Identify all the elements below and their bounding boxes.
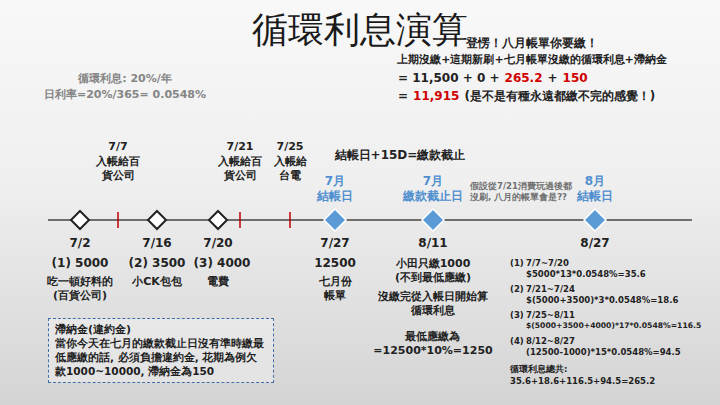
amount-label: (1) 5000 xyxy=(52,256,109,271)
total-label: 循環利息總共: xyxy=(510,364,567,375)
payment-note: 沒繳完從入帳日開始算循環利息 xyxy=(377,290,489,318)
formula-text: = 11,500 + 0 + xyxy=(398,71,500,86)
callout-number: (3) xyxy=(510,310,524,321)
milestone-diamond xyxy=(422,209,444,231)
posting-tick xyxy=(239,212,241,228)
posting-tick xyxy=(289,212,291,228)
interest-formula: (12500-1000)*15*0.0548%=94.5 xyxy=(526,347,681,358)
formula-text: 上期沒繳+這期新刷+七月帳單沒繳的循環利息+滯納金 xyxy=(397,53,667,67)
callout-number: (2) xyxy=(510,284,524,295)
bill-heading: 登愣！八月帳單你要繳！ xyxy=(466,36,598,51)
note-box: 滯納金(違約金)當你今天在七月的繳款截止日沒有準時繳最低應繳的話, 必須負擔違約… xyxy=(48,318,274,383)
rate-note: 日利率=20%/365= 0.0548% xyxy=(44,88,206,102)
period-label: 8/12~8/27 xyxy=(526,336,575,347)
expense-note: 吃一頓好料的 (百貨公司) xyxy=(47,275,113,303)
expense-note: 七月份 帳單 xyxy=(319,275,352,303)
event-note: 入帳給百貨公司 xyxy=(94,155,142,183)
callout-number: (4) xyxy=(510,336,524,347)
date-label: 7/25 xyxy=(277,140,304,154)
purchase-diamond xyxy=(148,211,166,229)
milestone-label: 7月 結帳日 xyxy=(317,174,353,204)
amount-highlight: 265.2 xyxy=(505,71,543,86)
period-label: 7/7~7/20 xyxy=(526,258,569,269)
date-label: 7/21 xyxy=(227,140,254,154)
date-label: 7/27 xyxy=(320,236,349,251)
amount-label: (2) 3500 xyxy=(129,256,186,271)
box-heading: 滯納金(違約金) xyxy=(55,323,267,337)
milestone-diamond xyxy=(584,209,606,231)
milestone-label: 8月 結帳日 xyxy=(577,174,613,204)
formula-text: + xyxy=(548,71,558,86)
total-formula: 35.6+18.6+116.5+94.5=265.2 xyxy=(510,376,655,387)
interest-formula: $5000*13*0.0548%=35.6 xyxy=(526,269,646,280)
purchase-diamond xyxy=(71,211,89,229)
date-label: 8/11 xyxy=(418,236,447,251)
page-title: 循環利息演算 xyxy=(0,6,720,55)
amount-highlight: 150 xyxy=(563,71,588,86)
posting-tick xyxy=(117,212,119,228)
payment-note: 小田只繳1000 (不到最低應繳) xyxy=(395,257,471,285)
expense-note: 小CK包包 xyxy=(132,275,182,289)
milestone-diamond xyxy=(324,209,346,231)
hint-note: 假設從7/21消費玩過後都沒刷, 八月的帳單會是?? xyxy=(470,181,574,202)
date-label: 7/16 xyxy=(142,236,171,251)
period-label: 7/25~8/11 xyxy=(526,310,575,321)
purchase-diamond xyxy=(209,211,227,229)
period-label: 7/21~7/24 xyxy=(526,284,575,295)
callout-number: (1) xyxy=(510,258,524,269)
payment-note: 最低應繳為 =12500*10%=1250 xyxy=(373,330,492,358)
formula-text: = xyxy=(398,89,408,104)
milestone-label: 7月 繳款截止日 xyxy=(403,174,463,204)
amount-label: (3) 4000 xyxy=(194,256,251,271)
date-label: 7/20 xyxy=(203,236,232,251)
interest-formula: $(5000+3500)*3*0.0548%=18.6 xyxy=(526,295,678,306)
rule-note: 結帳日+15D=繳款截止 xyxy=(335,148,466,163)
expense-note: 電費 xyxy=(207,275,229,289)
amount-label: 12500 xyxy=(314,256,356,271)
date-label: 7/7 xyxy=(108,140,127,154)
event-note: 入帳給台電 xyxy=(272,155,308,183)
event-note: 入帳給百貨公司 xyxy=(216,155,264,183)
rate-note: 循環利息: 20%/年 xyxy=(78,72,172,86)
amount-highlight: 11,915 xyxy=(413,89,459,104)
box-body: 當你今天在七月的繳款截止日沒有準時繳最低應繳的話, 必須負擔違約金, 花期為例欠… xyxy=(55,337,267,378)
date-label: 8/27 xyxy=(580,236,609,251)
interest-formula: $(5000+3500+4000)*17*0.0548%=116.5 xyxy=(526,321,701,331)
date-label: 7/2 xyxy=(69,236,90,251)
formula-text: (是不是有種永遠都繳不完的感覺！) xyxy=(464,89,655,104)
